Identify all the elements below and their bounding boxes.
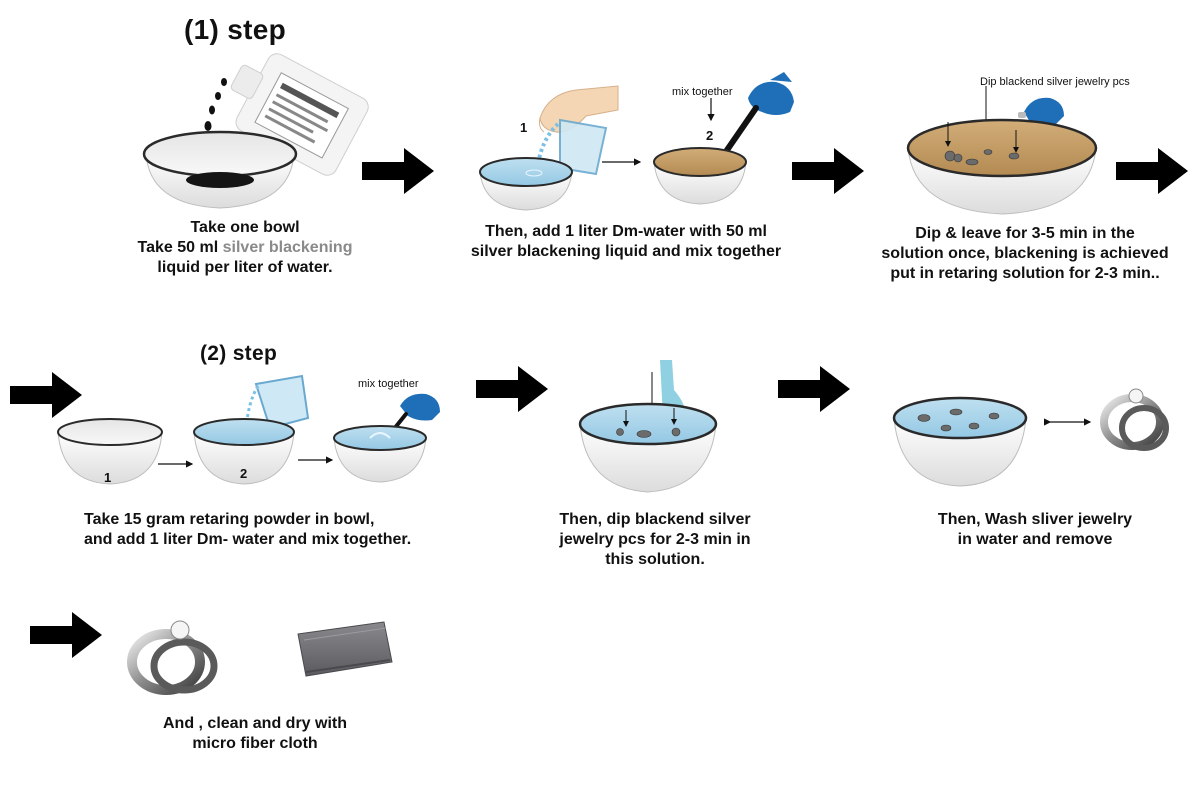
- step1-caption-1: Take one bowl Take 50 ml silver blackeni…: [137, 219, 353, 276]
- cloth-icon: [297, 621, 393, 677]
- jewelry-piece-icon: [944, 149, 1020, 166]
- small-arrow: [298, 456, 334, 464]
- step2-caption-2: Then, dip blackend silver jewelry pcs fo…: [559, 511, 751, 568]
- step2-caption-1: Take 15 gram retaring powder in bowl, an…: [84, 511, 412, 548]
- small-arrow: [158, 460, 194, 468]
- gloved-hand-icon: [1024, 97, 1064, 127]
- arrow-right-icon: [1116, 148, 1188, 194]
- step1-title: (1) step: [184, 14, 286, 45]
- step2-dip-illustration: [578, 360, 718, 493]
- arrow-right-icon: [10, 372, 82, 418]
- gloved-hand-icon: [400, 393, 440, 421]
- step2-caption-3: Then, Wash sliver jewelry in water and r…: [937, 511, 1133, 548]
- label-1: 1: [104, 470, 112, 485]
- gloved-hand-icon: [748, 72, 794, 115]
- small-arrow: [602, 158, 642, 166]
- step1-pour-water-illustration: [479, 85, 619, 211]
- dip-annotation: Dip blackend silver jewelry pcs: [980, 76, 1130, 88]
- step1-caption-2: Then, add 1 liter Dm-water with 50 ml si…: [470, 223, 782, 260]
- ring-icon: [1100, 388, 1169, 451]
- step1-caption-3: Dip & leave for 3-5 min in the solution …: [881, 225, 1169, 282]
- jewelry-piece-icon: [616, 427, 681, 438]
- step1-bowl-with-bottle-illustration: [142, 53, 369, 209]
- arrow-right-icon: [30, 612, 102, 658]
- step1-mix-illustration: [653, 72, 794, 205]
- mix-together-annotation: mix together: [672, 86, 733, 98]
- step2-mix-illustration: [333, 393, 440, 483]
- final-caption: And , clean and dry with micro fiber clo…: [162, 715, 348, 752]
- annotation-arrow: [707, 98, 715, 122]
- label-2: 2: [240, 466, 248, 481]
- arrow-right-icon: [362, 148, 434, 194]
- step1-dip-illustration: [906, 86, 1098, 215]
- arrow-right-icon: [476, 366, 548, 412]
- empty-bowl-illustration: [57, 418, 163, 485]
- mix-together-annotation: mix together: [358, 378, 419, 390]
- jewelry-piece-icon: [917, 408, 1000, 432]
- double-arrow: [1044, 418, 1092, 426]
- ring-icon: [127, 620, 218, 695]
- arrow-right-icon: [792, 148, 864, 194]
- label-1: 1: [520, 120, 528, 135]
- step2-title: (2) step: [200, 342, 278, 365]
- jewelry-piece-icon: [1018, 112, 1026, 118]
- step2-wash-illustration: [892, 396, 1028, 487]
- step2-pour-water-illustration: [193, 374, 310, 485]
- label-2: 2: [706, 128, 714, 143]
- arrow-right-icon: [778, 366, 850, 412]
